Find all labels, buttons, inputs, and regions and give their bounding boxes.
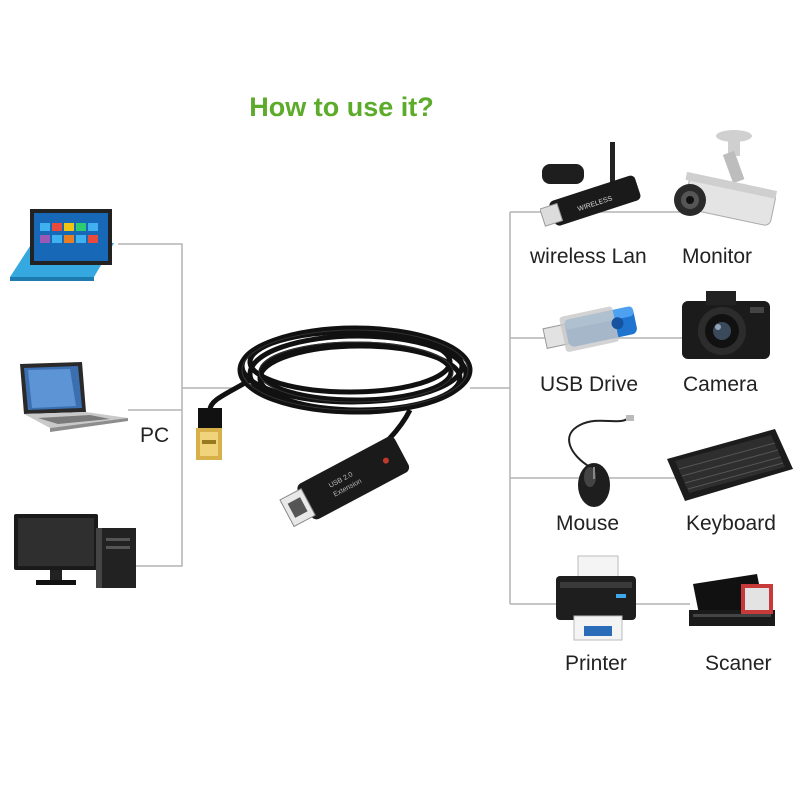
- mouse-icon: [568, 415, 634, 507]
- mouse-label: Mouse: [556, 512, 620, 535]
- page-title: How to use it?: [249, 92, 434, 122]
- desktop-computer-icon: [14, 514, 136, 588]
- camera-icon: [682, 291, 770, 359]
- keyboard-label: Keyboard: [686, 512, 776, 535]
- pc-label: PC: [140, 424, 170, 447]
- laptop-icon: [20, 362, 128, 432]
- wireless-lan-label: wireless Lan: [530, 245, 647, 268]
- usb-extension-cable-icon: USB 2.0 Extension: [196, 325, 473, 528]
- tablet-icon: [10, 209, 114, 281]
- usb-drive-label: USB Drive: [540, 373, 639, 396]
- wireless-lan-adapter-icon: WIRELESS: [540, 142, 641, 227]
- usb-drive-icon: [542, 306, 637, 352]
- security-camera-icon: [674, 130, 778, 226]
- scaner-label: Scaner: [705, 652, 772, 675]
- printer-label: Printer: [565, 652, 627, 675]
- monitor-label: Monitor: [682, 245, 753, 268]
- scanner-icon: [689, 574, 775, 626]
- camera-label: Camera: [683, 373, 758, 396]
- printer-icon: [556, 555, 636, 641]
- keyboard-icon: [667, 429, 793, 501]
